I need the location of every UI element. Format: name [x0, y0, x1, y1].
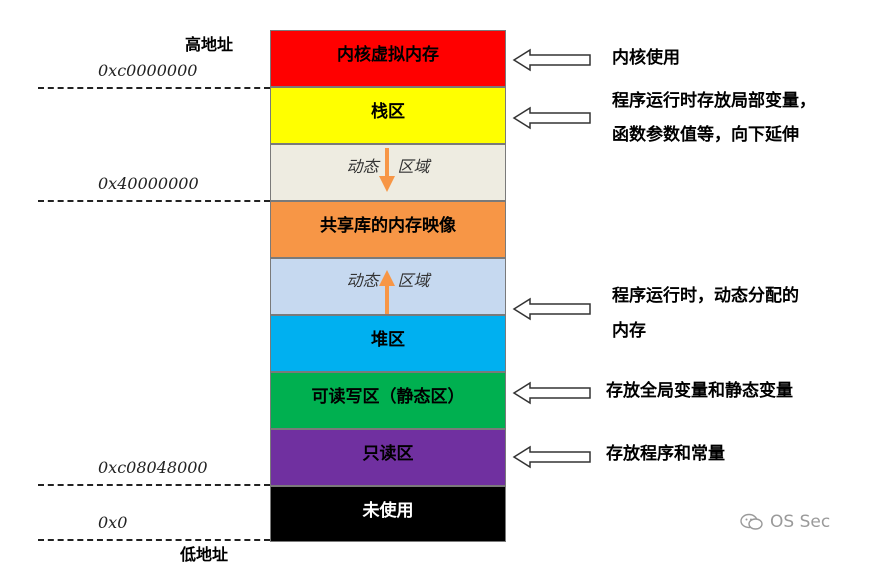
note-stack-line2: 函数参数值等，向下延伸 — [612, 125, 799, 145]
segment-stack: 栈区 — [270, 87, 506, 144]
segment-label: 堆区 — [371, 330, 405, 350]
segment-label: 可读写区（静态区） — [311, 387, 465, 407]
segment-label: 只读区 — [362, 444, 414, 464]
boundary-line-zero — [38, 539, 270, 541]
readonly-pointer-arrow — [512, 445, 591, 469]
segment-kernel-virtual-memory: 内核虚拟内存 — [270, 30, 506, 87]
boundary-line-shared — [38, 200, 270, 202]
static-pointer-arrow — [512, 381, 591, 405]
kernel-pointer-arrow — [512, 48, 591, 72]
watermark: OS Sec — [740, 512, 830, 532]
heap-pointer-arrow — [512, 297, 591, 321]
heap-growth-up-arrow — [379, 270, 395, 314]
boundary-line-readonly — [38, 484, 270, 486]
segment-label: 内核虚拟内存 — [337, 45, 439, 65]
low-address-label: 低地址 — [180, 545, 229, 564]
segment-heap: 堆区 — [270, 315, 506, 372]
note-heap-line2: 内存 — [612, 321, 646, 341]
address-shared-boundary: 0x40000000 — [98, 174, 199, 193]
wechat-icon — [740, 513, 763, 530]
segment-shared-library-mapping: 共享库的内存映像 — [270, 201, 506, 258]
note-stack-line1: 程序运行时存放局部变量， — [612, 91, 816, 111]
address-readonly-boundary: 0xc08048000 — [98, 458, 208, 477]
segment-label: 共享库的内存映像 — [320, 216, 456, 236]
address-kernel-boundary: 0xc0000000 — [98, 61, 198, 80]
stack-pointer-arrow — [512, 106, 591, 130]
segment-label: 栈区 — [371, 102, 405, 122]
note-static: 存放全局变量和静态变量 — [606, 381, 793, 401]
segment-read-write-static: 可读写区（静态区） — [270, 372, 506, 429]
address-zero: 0x0 — [98, 513, 128, 532]
segment-label: 未使用 — [362, 501, 414, 521]
stack-growth-down-arrow — [379, 148, 395, 192]
note-kernel: 内核使用 — [612, 48, 680, 68]
boundary-line-kernel — [38, 87, 270, 89]
note-readonly: 存放程序和常量 — [606, 444, 725, 464]
high-address-label: 高地址 — [185, 35, 234, 54]
segment-unused: 未使用 — [270, 486, 506, 542]
note-heap-line1: 程序运行时，动态分配的 — [612, 286, 799, 306]
segment-read-only: 只读区 — [270, 429, 506, 486]
watermark-text: OS Sec — [770, 512, 831, 532]
